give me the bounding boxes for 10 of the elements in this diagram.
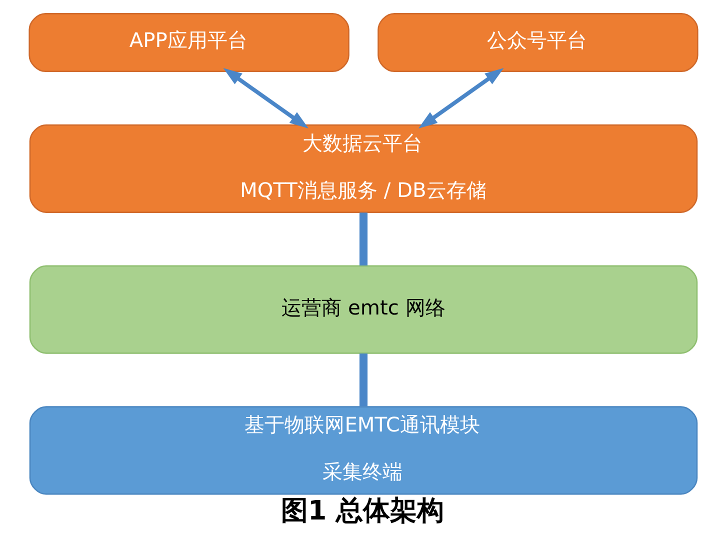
caption: 图1 总体架构 [280, 496, 444, 527]
node-box: 大数据云平台 MQTT消息服务 / DB云存储 [29, 124, 698, 213]
arrow [223, 68, 309, 128]
connector [359, 354, 368, 406]
arrow [418, 68, 504, 128]
node-box: 运营商 emtc 网络 [29, 265, 698, 354]
node-box: 基于物联网EMTC通讯模块 采集终端 [29, 406, 698, 495]
node-box: APP应用平台 [28, 13, 350, 72]
connector [359, 212, 368, 266]
node-box: 公众号平台 [378, 13, 698, 72]
